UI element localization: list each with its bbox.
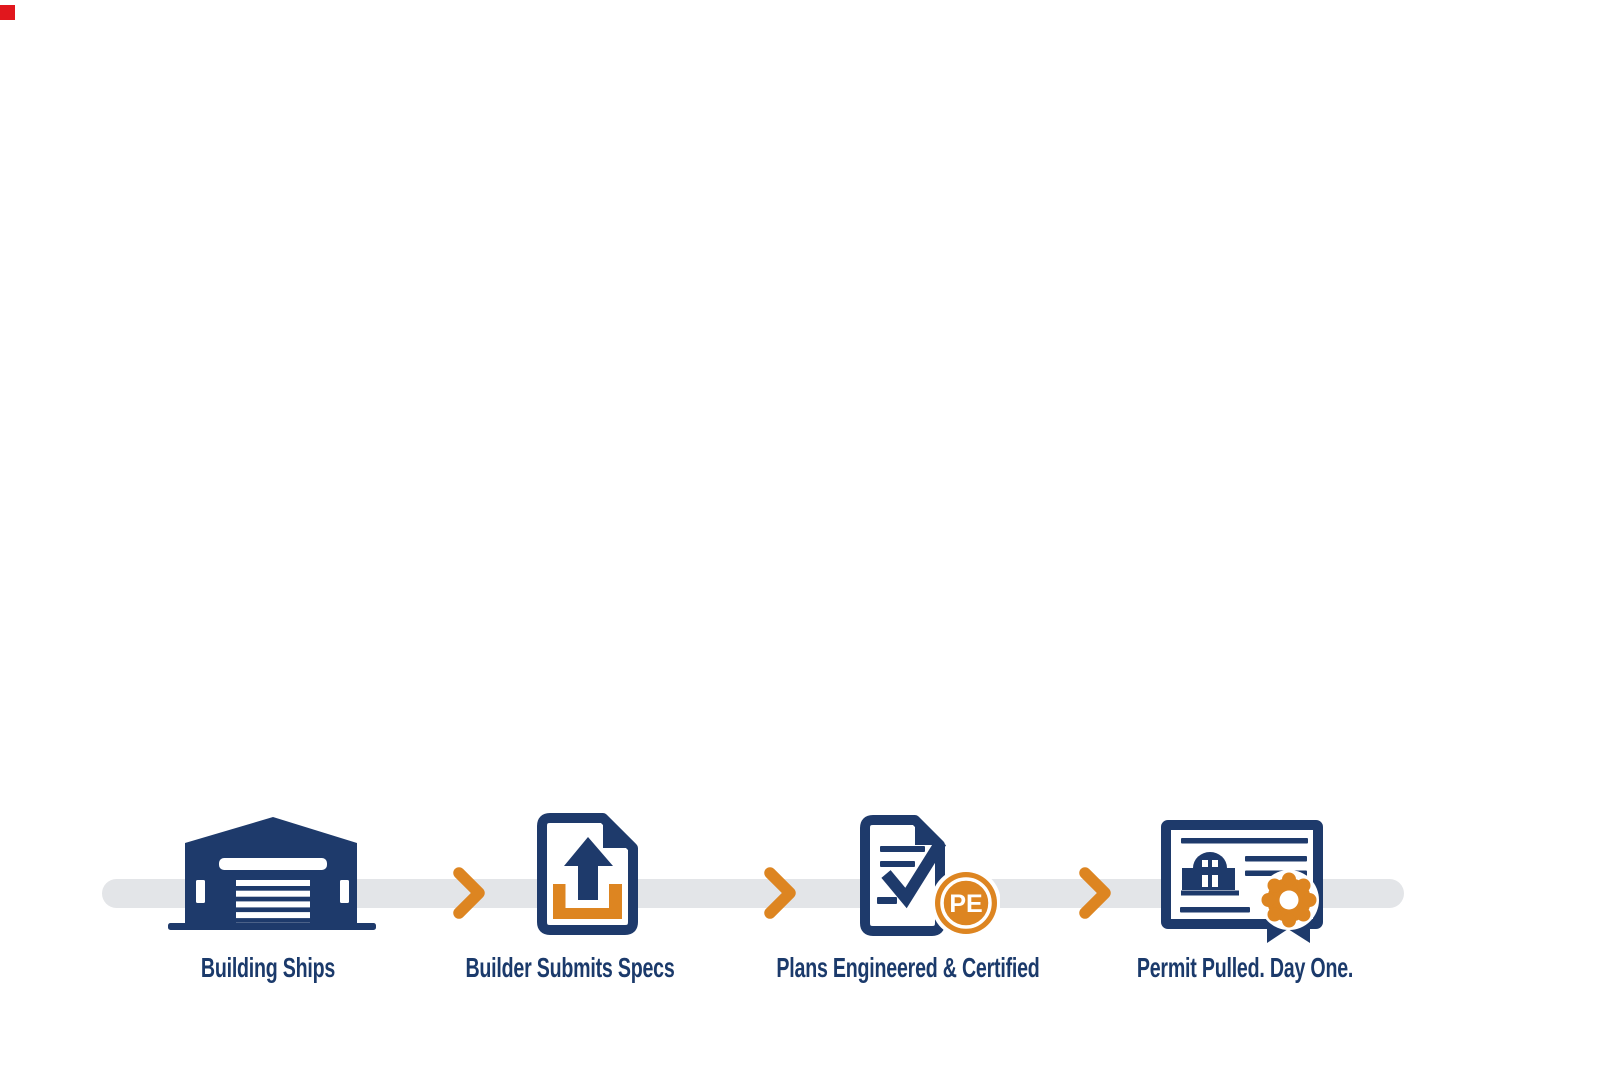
chevron-right-icon	[453, 867, 485, 919]
step-label-builder-submits-specs: Builder Submits Specs	[465, 952, 675, 983]
metal-building-icon	[168, 817, 376, 930]
pe-badge: PE	[931, 868, 1000, 938]
right-window	[340, 880, 349, 903]
plan-text-lines	[877, 846, 925, 904]
step-label-building-ships: Building Ships	[200, 952, 336, 983]
permit-certificate-icon	[1161, 820, 1323, 943]
recording-indicator-dot	[0, 5, 15, 20]
municipal-building-glyph	[1181, 852, 1239, 896]
step-label-plans-engineered-certified: Plans Engineered & Certified	[776, 952, 1040, 983]
checked-plans-icon: PE	[860, 815, 1000, 938]
folded-corner	[915, 820, 940, 845]
pe-badge-text: PE	[949, 890, 982, 918]
chevron-right-icon	[764, 867, 796, 919]
upload-tray	[553, 884, 622, 919]
rosette-seal	[1259, 870, 1319, 930]
upload-arrow	[564, 837, 613, 900]
upload-document-icon	[537, 813, 638, 935]
checkmark	[881, 838, 947, 909]
building-base-slab	[168, 923, 376, 930]
step-label-permit-pulled-day-one: Permit Pulled. Day One.	[1136, 952, 1354, 983]
left-window	[196, 880, 205, 903]
building-header-panel	[219, 858, 327, 870]
chevron-right-icon	[1079, 867, 1111, 919]
folded-corner	[603, 818, 633, 848]
